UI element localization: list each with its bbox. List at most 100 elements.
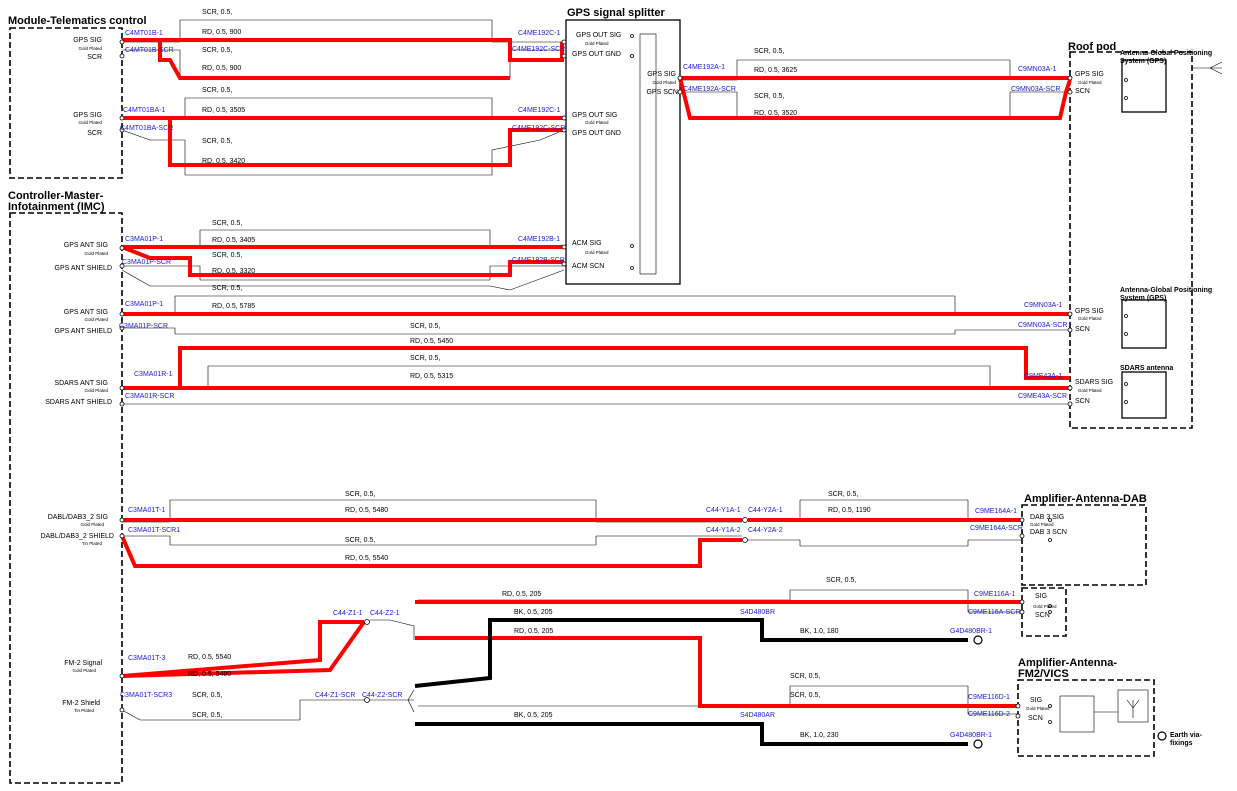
connector-label: C9MN03A-SCR — [1011, 86, 1060, 93]
imc-module-box — [9, 212, 123, 784]
pin-note: Gold Plated — [1033, 604, 1057, 609]
pin-note: Gold Plated — [84, 251, 108, 256]
pin-label: DAB 3 SCN — [1030, 529, 1067, 536]
connector-label: C44-Y1A-2 — [706, 527, 741, 534]
connector-label: C4MT01BA-1 — [123, 107, 166, 114]
pin-note: Gold Plated — [84, 317, 108, 322]
imc-title-line1: Controller-Master- — [8, 190, 104, 202]
connector-label: G4D480BR-1 — [950, 628, 992, 635]
connector-label: C4ME192C-1 — [518, 107, 561, 114]
ground-point-icon — [973, 739, 983, 749]
telematics-module-box — [9, 27, 123, 179]
pin-label: GPS OUT SIG — [576, 32, 621, 39]
connector-label: C4ME192B-SCR — [512, 257, 565, 264]
connector-label: C9MN03A-1 — [1024, 302, 1063, 309]
shield-traces — [121, 19, 1070, 721]
wire-label: RD, 0.5, 1190 — [828, 507, 871, 514]
connector-label: C9ME164A-SCR — [970, 525, 1023, 532]
connector-label: C44-Y1A-1 — [706, 507, 741, 514]
fm-mid-box — [1021, 587, 1067, 637]
connector-label: C44-Z2-1 — [370, 610, 400, 617]
ground-point-icon — [973, 635, 983, 645]
wire-label: RD, 0.5, 900 — [202, 65, 241, 72]
roof-pod-title: Roof pod — [1068, 41, 1116, 53]
pin-label: DAB 3 SIG — [1030, 514, 1064, 521]
pin-label: SIG — [1035, 593, 1047, 600]
wire-label: RD, 0.5, 900 — [202, 29, 241, 36]
wire-label: BK, 0.5, 205 — [514, 712, 553, 719]
pin-label: SDARS ANT SHIELD — [45, 399, 112, 406]
fm2-inner-box — [1059, 695, 1095, 733]
wire-label: SCR, 0.5, — [828, 491, 858, 498]
pin-note: Gold Plated — [1030, 522, 1054, 527]
connector-label: C9ME116A-SCR — [968, 609, 1020, 616]
connector-label: C9ME116A-1 — [974, 591, 1016, 598]
wire-label: SCR, 0.5, — [212, 285, 242, 292]
pin-note: Gold Plated — [585, 41, 609, 46]
pin-note: Gold Plated — [1026, 706, 1050, 711]
wire-label: SCR, 0.5, — [192, 712, 222, 719]
pin-label: GPS OUT GND — [572, 130, 621, 137]
wire-label: BK, 1.0, 230 — [800, 732, 839, 739]
wire-label: SCR, 0.5, — [202, 47, 232, 54]
connector-label: C9MN03A-1 — [1018, 66, 1057, 73]
connector-label: C4ME192C-SCR — [512, 46, 565, 53]
pin-label: SDARS ANT SIG — [54, 380, 108, 387]
connector-label: S4D480BR — [740, 609, 775, 616]
connector-label: C9ME116D-1 — [968, 694, 1010, 701]
earth-point-icon — [1157, 731, 1167, 741]
roof-pod-box — [1069, 51, 1193, 429]
pin-label: ACM SCN — [572, 263, 604, 270]
pin-note: Gold Plated — [1078, 80, 1102, 85]
pin-label: SCR — [87, 54, 102, 61]
gps-antenna-2-title-line2: System (GPS) — [1120, 295, 1166, 302]
connector-label: C3MA01T-SCR1 — [128, 527, 180, 534]
wire-label: RD, 0.5, 3625 — [754, 67, 797, 74]
pin-label: SCR — [87, 130, 102, 137]
splitter-box — [565, 19, 681, 285]
connector-label: G4D480BR-1 — [950, 732, 992, 739]
gps-antenna-1-title-line2: System (GPS) — [1120, 58, 1166, 65]
fm2-amplifier-title-line2: FM2/VICS — [1018, 668, 1069, 680]
sdars-antenna-box — [1121, 371, 1167, 419]
wire-label: RD, 0.5, 5450 — [410, 338, 453, 345]
pin-label: SCN — [1075, 398, 1090, 405]
gps-antenna-2-title-line1: Antenna-Global Positioning — [1120, 287, 1212, 294]
connector-label: C44-Z2-SCR — [362, 692, 402, 699]
connector-label: C3MA01P-SCR — [122, 259, 171, 266]
pin-label: GPS SIG — [1075, 308, 1104, 315]
wire-label: SCR, 0.5, — [212, 220, 242, 227]
connector-label: C4MT01BA-SCR — [120, 125, 173, 132]
pin-label: GPS OUT SIG — [572, 112, 617, 119]
wire-label: RD, 0.5, 5540 — [345, 555, 388, 562]
splitter-title: GPS signal splitter — [567, 7, 666, 19]
pin-note: Gold Plated — [80, 522, 104, 527]
wire-label: BK, 0.5, 205 — [514, 609, 553, 616]
connector-label: C4ME192A-SCR — [683, 86, 736, 93]
wire-label: SCR, 0.5, — [202, 138, 232, 145]
gps-antenna-2-box — [1121, 299, 1167, 349]
connector-label: C3MA01P-SCR — [119, 323, 168, 330]
wire-label: RD, 0.5, 205 — [514, 628, 553, 635]
pin-note: Tin Plated — [82, 541, 103, 546]
wire-label: SCR, 0.5, — [790, 673, 820, 680]
wire-label: BK, 1.0, 180 — [800, 628, 839, 635]
wire-label: RD, 0.5, 5785 — [212, 303, 255, 310]
wire-label: SCR, 0.5, — [192, 692, 222, 699]
fm2-amplifier-box — [1017, 679, 1155, 757]
wire-label: SCR, 0.5, — [754, 93, 784, 100]
wire-label: SCR, 0.5, — [212, 252, 242, 259]
pin-label: GPS OUT GND — [572, 51, 621, 58]
connector-label: C44-Y2A-2 — [748, 527, 783, 534]
gps-antenna-1-title-line1: Antenna-Global Positioning — [1120, 50, 1212, 57]
pin-label: DABL/DAB3_2 SHIELD — [40, 533, 114, 540]
pin-label: SDARS SIG — [1075, 379, 1113, 386]
pin-note: Gold Plated — [78, 46, 102, 51]
pin-label: GPS SIG — [1075, 71, 1104, 78]
fm2-antenna-box — [1117, 689, 1149, 723]
wire-label: RD, 0.5, 205 — [502, 591, 541, 598]
wire-label: RD, 0.5, 5315 — [410, 373, 453, 380]
pin-label: GPS ANT SIG — [64, 242, 108, 249]
ground-points — [973, 635, 1167, 749]
